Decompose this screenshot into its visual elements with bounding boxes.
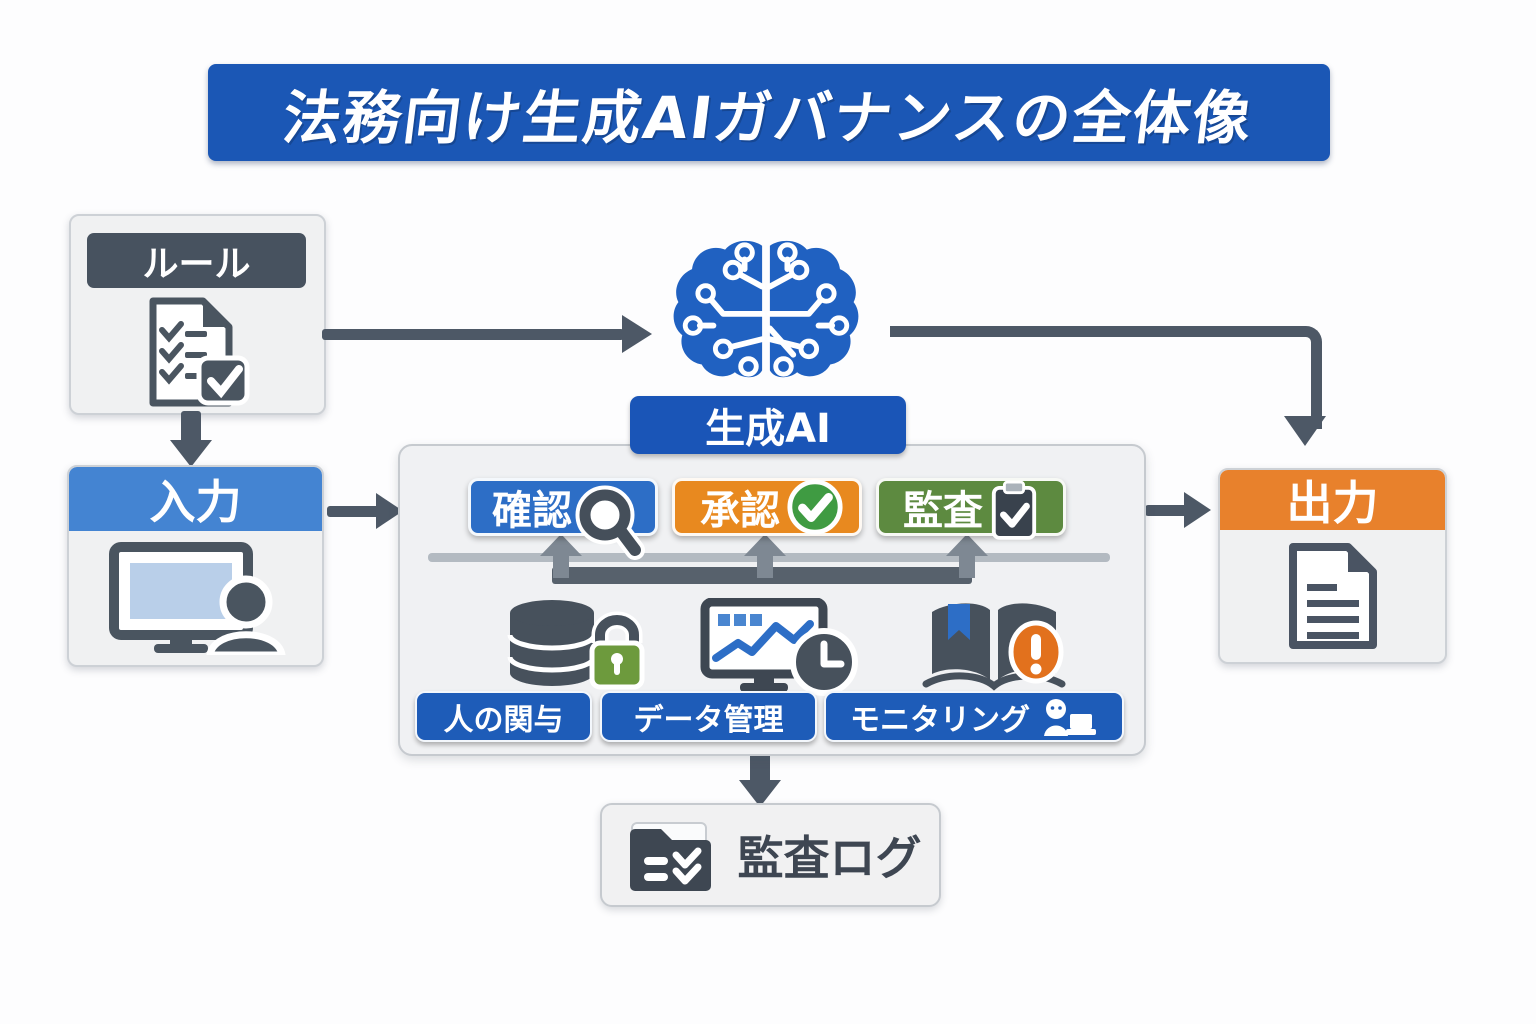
step-audit-label: 監査 (903, 488, 983, 534)
pillar-data-label: データ管理 (633, 702, 784, 738)
rule-card: ルール (69, 214, 326, 415)
person-laptop-icon (1044, 698, 1096, 736)
title-banner: 法務向け生成AIガバナンスの全体像 (208, 64, 1330, 161)
step-pill-audit: 監査 (876, 478, 1066, 540)
step-pill-approve: 承認 (672, 478, 862, 536)
step-confirm-label: 確認 (492, 488, 572, 534)
pillar-pill-human: 人の関与 (415, 691, 592, 742)
clipboard-check-icon (991, 480, 1037, 540)
input-label: 入力 (149, 475, 242, 529)
page-title: 法務向け生成AIガバナンスの全体像 (279, 83, 1258, 152)
folder-log-icon (629, 822, 711, 891)
rule-header: ルール (87, 233, 306, 288)
check-circle-icon (787, 479, 843, 535)
audit-log-label: 監査ログ (737, 831, 922, 885)
step-approve-label: 承認 (700, 488, 780, 534)
output-card: 出力 (1218, 468, 1447, 664)
database-lock-icon (507, 600, 645, 690)
rule-label: ルール (142, 243, 251, 285)
monitor-user-icon (108, 542, 286, 655)
brain-circuit-icon (673, 240, 859, 378)
step-pill-confirm: 確認 (468, 478, 658, 560)
book-alert-icon (922, 603, 1066, 691)
document-icon (1288, 543, 1377, 649)
input-body (69, 531, 322, 665)
pillar-pill-monitoring: モニタリング (824, 691, 1124, 742)
pillar-pill-data: データ管理 (600, 691, 817, 742)
input-card: 入力 (67, 465, 324, 667)
output-header: 出力 (1220, 470, 1445, 530)
monitor-chart-clock-icon (700, 598, 858, 696)
genai-text: 生成AI (705, 406, 831, 452)
checklist-document-icon (149, 297, 250, 407)
input-header: 入力 (69, 467, 322, 531)
genai-label: 生成AI (630, 396, 906, 454)
magnifier-icon (575, 485, 645, 560)
pillar-human-label: 人の関与 (443, 702, 564, 738)
audit-log-box: 監査ログ (600, 803, 941, 907)
pillar-monitoring-label: モニタリング (850, 702, 1030, 738)
output-label: 出力 (1286, 476, 1379, 530)
output-body (1220, 530, 1445, 662)
